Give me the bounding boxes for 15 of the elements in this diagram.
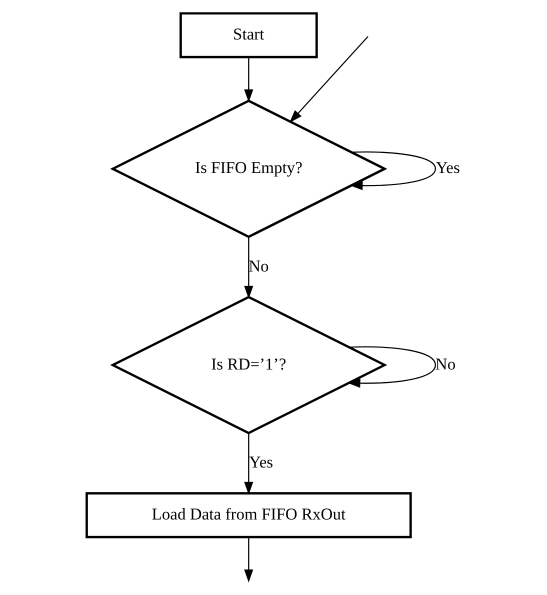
arrow xyxy=(347,346,436,388)
edge-label: No xyxy=(435,354,456,374)
node-box: Load Data from FIFO RxOut xyxy=(86,492,412,538)
node-diamond: Is FIFO Empty? xyxy=(110,100,388,238)
arrow xyxy=(289,36,368,123)
arrow xyxy=(350,151,436,190)
node-diamond: Is RD=’1’? xyxy=(110,296,388,434)
arrow xyxy=(244,58,254,102)
edge-label: No xyxy=(248,256,269,276)
arrow xyxy=(244,537,254,582)
edge-label: Yes xyxy=(436,158,460,178)
arrow xyxy=(244,237,254,299)
node-box: Start xyxy=(180,12,318,58)
arrow xyxy=(244,433,254,495)
edge-label: Yes xyxy=(249,452,274,472)
